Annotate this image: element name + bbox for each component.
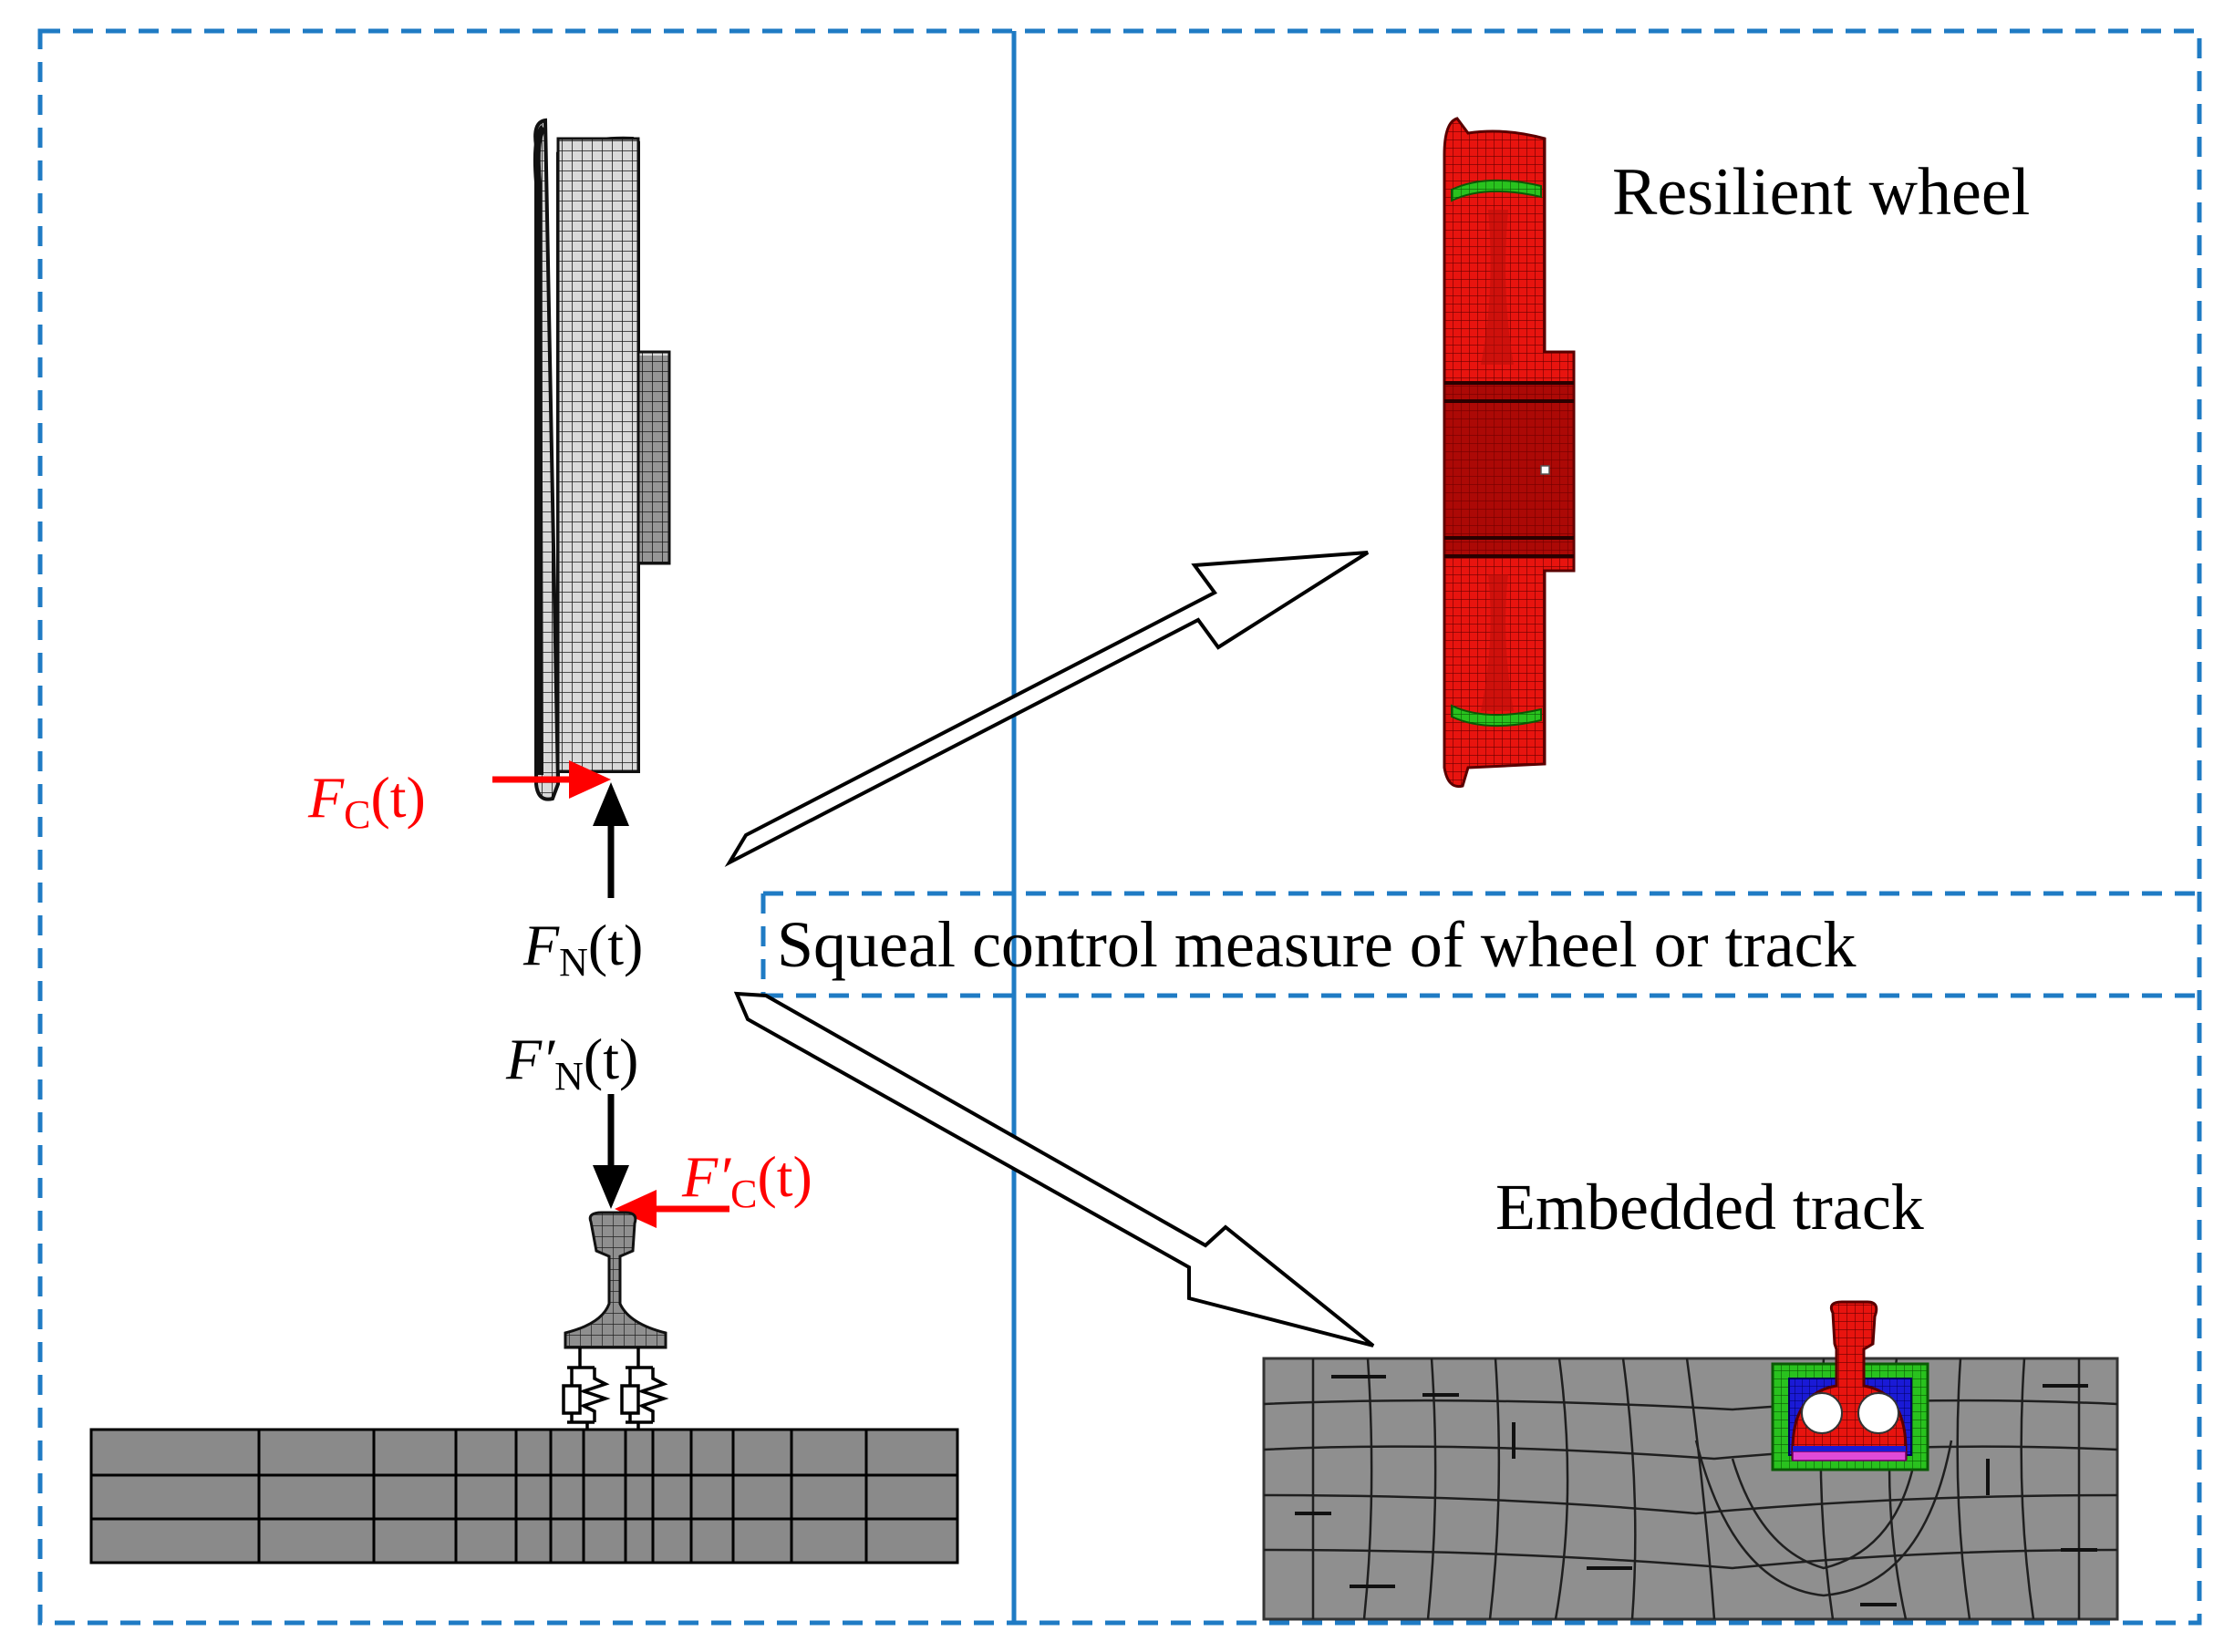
squeal-control-box (760, 891, 2198, 998)
fc-prime-label: F′C(t) (681, 1144, 812, 1216)
slab-mesh (89, 1428, 959, 1564)
wheel-mesh (533, 118, 671, 801)
fc-label: FC(t) (307, 765, 426, 837)
rail-mesh (564, 1211, 667, 1349)
embedded-track-mesh (1262, 1300, 2119, 1621)
fn-arrow (593, 782, 629, 898)
spring-damper-support (562, 1347, 669, 1430)
fn-label: FN(t) (522, 913, 643, 985)
arrow-to-embedded-track (733, 991, 1375, 1347)
fn-prime-label: F′N(t) (505, 1027, 638, 1099)
filler-tube-right (1857, 1392, 1899, 1434)
squeal-control-label: Squeal control measure of wheel or track (777, 908, 1857, 981)
resilient-wheel-label: Resilient wheel (1612, 155, 2030, 230)
arrow-to-resilient-wheel (724, 551, 1370, 868)
filler-tube-left (1801, 1392, 1843, 1434)
fc-arrow (492, 760, 611, 799)
fn-prime-arrow (593, 1094, 629, 1209)
fc-prime-arrow (615, 1190, 729, 1228)
outer-frame (37, 28, 2202, 1626)
resilient-wheel-mesh (1443, 117, 1576, 789)
embedded-track-label: Embedded track (1495, 1171, 1924, 1244)
